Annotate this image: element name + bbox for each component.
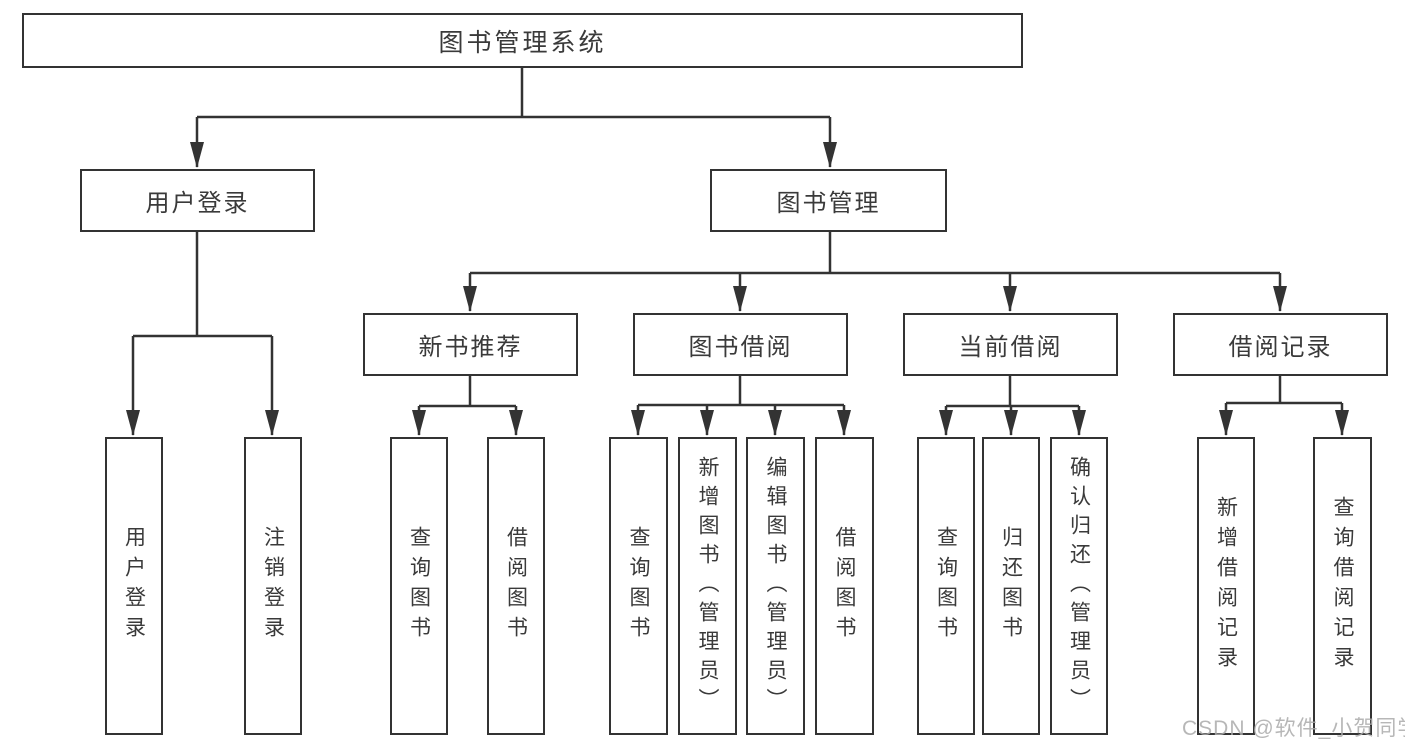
node-label: 图书管理系统 — [438, 28, 607, 57]
leaf-add-borrow-record: 新增借阅记录 — [1197, 437, 1255, 735]
node-label: 查询图书 — [407, 526, 431, 646]
csdn-watermark: CSDN @软件_小贺同学 — [1182, 717, 1405, 740]
node-label: 新增借阅记录 — [1214, 496, 1238, 676]
node-label: 编辑图书（管理员） — [764, 455, 787, 717]
node-book-borrow: 图书借阅 — [633, 313, 848, 376]
leaf-edit-books-admin: 编辑图书（管理员） — [746, 437, 805, 735]
node-new-book-recommend: 新书推荐 — [363, 313, 578, 376]
leaf-borrow-books-2: 借阅图书 — [815, 437, 874, 735]
node-label: 借阅记录 — [1228, 334, 1333, 361]
node-current-borrow: 当前借阅 — [903, 313, 1118, 376]
leaf-add-books-admin: 新增图书（管理员） — [678, 437, 737, 735]
node-book-management: 图书管理 — [710, 169, 947, 232]
node-label: 借阅图书 — [504, 526, 528, 646]
node-label: 归还图书 — [999, 526, 1023, 646]
node-borrow-records: 借阅记录 — [1173, 313, 1388, 376]
node-label: 新书推荐 — [418, 334, 523, 361]
node-label: 当前借阅 — [958, 334, 1063, 361]
leaf-query-books-2: 查询图书 — [609, 437, 668, 735]
leaf-user-login: 用户登录 — [105, 437, 163, 735]
node-label: 新增图书（管理员） — [696, 455, 719, 717]
node-label: 图书管理 — [776, 190, 881, 217]
node-label: 查询借阅记录 — [1331, 496, 1354, 676]
leaf-query-borrow-record: 查询借阅记录 — [1313, 437, 1372, 735]
leaf-borrow-books-1: 借阅图书 — [487, 437, 545, 735]
node-label: 查询图书 — [627, 526, 650, 646]
node-root-library-system: 图书管理系统 — [22, 13, 1023, 68]
node-label: 用户登录 — [145, 190, 250, 217]
node-label: 查询图书 — [934, 526, 958, 646]
node-label: 用户登录 — [122, 526, 146, 646]
leaf-query-books-3: 查询图书 — [917, 437, 975, 735]
node-user-login: 用户登录 — [80, 169, 315, 232]
leaf-query-books-1: 查询图书 — [390, 437, 448, 735]
node-label: 图书借阅 — [688, 334, 793, 361]
leaf-return-books: 归还图书 — [982, 437, 1040, 735]
node-label: 确认归还（管理员） — [1067, 455, 1091, 717]
node-label: 借阅图书 — [833, 526, 856, 646]
leaf-confirm-return-admin: 确认归还（管理员） — [1050, 437, 1108, 735]
node-label: 注销登录 — [261, 526, 285, 646]
leaf-logout: 注销登录 — [244, 437, 302, 735]
